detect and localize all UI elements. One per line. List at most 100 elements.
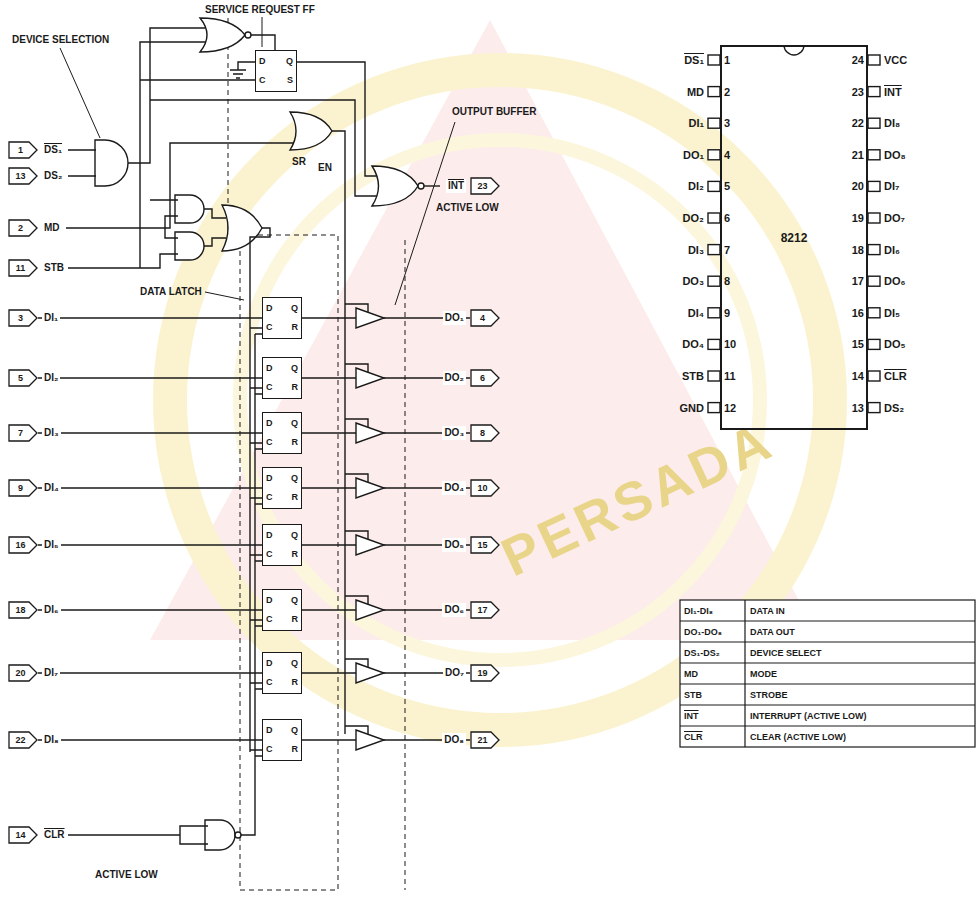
node-text: D xyxy=(266,721,282,740)
pin-label: STB xyxy=(682,369,704,383)
node-text: C xyxy=(266,740,282,759)
schematic-stroke xyxy=(868,87,880,97)
node-text: 8 xyxy=(480,428,490,438)
schematic-stroke xyxy=(9,732,37,748)
schematic-stroke xyxy=(708,150,720,160)
schematic-stroke xyxy=(708,276,720,286)
schematic-stroke xyxy=(708,245,720,255)
node-text: S xyxy=(276,71,293,90)
node-text: Q xyxy=(282,469,298,488)
node-text: R xyxy=(282,673,298,692)
pin-label: DI₄ xyxy=(688,306,704,320)
pin-label: 3 xyxy=(724,116,730,130)
schematic-stroke xyxy=(9,370,37,386)
node-text: Q xyxy=(282,654,298,673)
node-text: D xyxy=(266,414,282,433)
node-text: C xyxy=(266,673,282,692)
pin-label: DI₇ xyxy=(884,179,899,193)
ic-package: 8212 xyxy=(720,45,868,430)
signal-label: DS₁ xyxy=(42,143,64,157)
node-text: D xyxy=(266,591,282,610)
schematic-stroke xyxy=(418,183,424,189)
node-text: C xyxy=(266,610,282,629)
pin-label: DO₇ xyxy=(884,211,905,225)
schematic-stroke xyxy=(235,832,241,838)
signal-label: DO₃ xyxy=(442,426,466,440)
schematic-stroke xyxy=(9,480,37,496)
node-text: D xyxy=(266,299,282,318)
pin-label: CLR xyxy=(884,369,907,383)
schematic-stroke xyxy=(9,260,37,276)
schematic-stroke xyxy=(9,220,37,236)
node-text: R xyxy=(282,433,298,452)
signal-label: DI₁ xyxy=(42,311,60,325)
signal-label: DI₂ xyxy=(42,371,60,385)
signal-label: DI₈ xyxy=(42,733,61,747)
node-text: 21 xyxy=(477,735,492,745)
node-text: C xyxy=(266,433,282,452)
pin-connector: 11 xyxy=(8,259,38,277)
pin-label: 19 xyxy=(852,211,864,225)
pin-label: 18 xyxy=(852,243,864,257)
table-cell: CLEAR (ACTIVE LOW) xyxy=(750,730,846,744)
signal-wire xyxy=(38,609,262,610)
pin-label: DS₁ xyxy=(684,53,704,67)
pin-label: 7 xyxy=(724,243,730,257)
node-text: R xyxy=(282,610,298,629)
schematic-stroke xyxy=(708,308,720,318)
signal-label: MD xyxy=(42,221,62,235)
schematic-stroke xyxy=(868,245,880,255)
node-text: 11 xyxy=(16,263,31,273)
pin-label: 13 xyxy=(852,401,864,415)
schematic-stroke xyxy=(9,665,37,681)
schematic-stroke xyxy=(471,732,499,748)
pin-connector: 17 xyxy=(470,601,500,619)
signal-label: DI₅ xyxy=(42,538,61,552)
schematic-stroke xyxy=(9,142,37,158)
pin-label: DI₂ xyxy=(688,179,704,193)
schematic-stroke xyxy=(356,308,384,328)
schematic-stroke xyxy=(251,35,275,50)
schematic-stroke xyxy=(66,143,294,238)
table-cell: CLR xyxy=(684,730,703,744)
schematic-stroke xyxy=(868,371,880,381)
pin-connector: 23 xyxy=(470,177,500,195)
pin-connector: 22 xyxy=(8,731,38,749)
pin-label: 5 xyxy=(724,179,730,193)
schematic-stroke xyxy=(708,403,720,413)
pin-label: DI₁ xyxy=(688,116,704,130)
table-cell: MD xyxy=(684,667,698,681)
schematic-stroke xyxy=(356,730,384,750)
signal-wire xyxy=(38,487,262,488)
node-text: Q xyxy=(282,526,298,545)
schematic-stroke xyxy=(222,205,262,251)
table-cell: DEVICE SELECT xyxy=(750,646,822,660)
table-cell: DI₁-DI₈ xyxy=(684,604,713,618)
node-text: C xyxy=(266,318,282,337)
signal-label: DI₃ xyxy=(42,426,61,440)
schematic-stroke xyxy=(68,42,255,268)
node-text: 10 xyxy=(477,483,492,493)
node-text: C xyxy=(266,545,282,564)
pin-label: DI₅ xyxy=(884,306,900,320)
signal-label: CLR xyxy=(42,828,67,842)
node-text: Q xyxy=(282,721,298,740)
schematic-stroke xyxy=(471,602,499,618)
signal-label: EN xyxy=(318,161,332,175)
signal-label: STB xyxy=(42,261,66,275)
latch-box: DQCR xyxy=(262,524,302,566)
latch-box: DQCS xyxy=(255,50,297,92)
node-text: R xyxy=(282,545,298,564)
pin-label: 6 xyxy=(724,211,730,225)
node-text: 19 xyxy=(477,668,492,678)
pin-label: 4 xyxy=(724,148,730,162)
node-text: 13 xyxy=(15,171,30,181)
signal-label: DI₇ xyxy=(42,666,60,680)
schematic-stroke xyxy=(68,334,255,844)
pin-connector: 21 xyxy=(470,731,500,749)
signal-wire xyxy=(38,432,262,433)
pin-label: 20 xyxy=(852,179,864,193)
pin-label: 21 xyxy=(852,148,864,162)
node-text: 2 xyxy=(18,223,28,233)
signal-label: DO₈ xyxy=(442,733,466,747)
